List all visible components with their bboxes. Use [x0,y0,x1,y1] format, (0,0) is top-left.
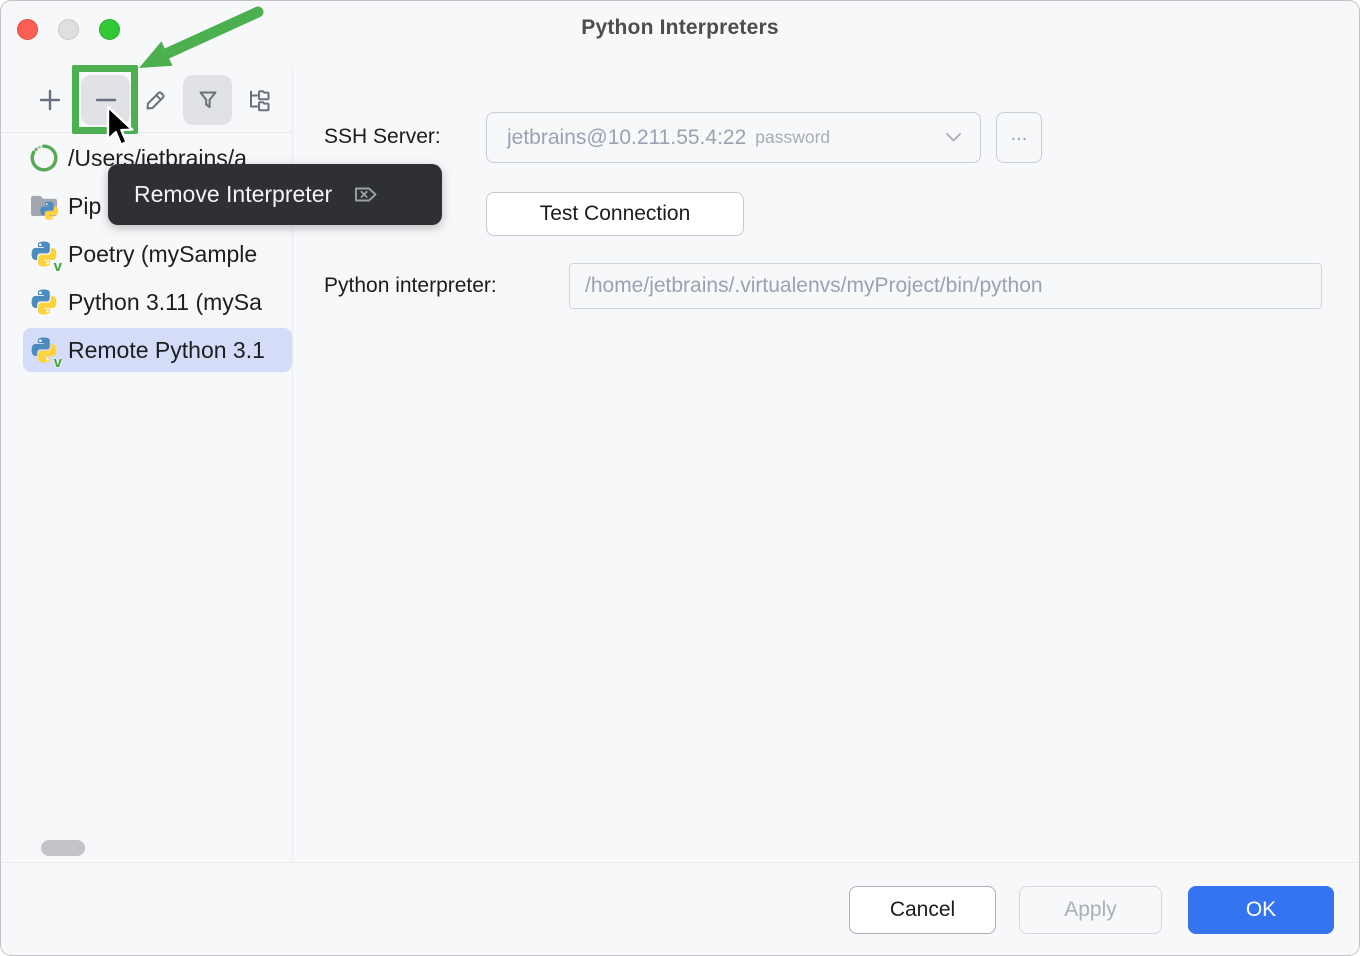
chevron-down-icon [945,132,962,143]
apply-button[interactable]: Apply [1019,886,1162,934]
remove-interpreter-button[interactable] [81,75,130,125]
python-interpreter-field[interactable]: /home/jetbrains/.virtualenvs/myProject/b… [569,263,1322,309]
apply-label: Apply [1064,898,1117,921]
show-interpreter-paths-button[interactable] [241,75,277,125]
ssh-auth-type: password [755,127,831,147]
ellipsis-label: ... [1010,123,1028,145]
horizontal-scrollbar-thumb[interactable] [41,840,85,856]
list-item-selected[interactable]: v Remote Python 3.1 [1,326,292,374]
annotation-arrow-icon [139,6,264,68]
add-interpreter-button[interactable] [34,75,66,125]
ssh-server-label: SSH Server: [324,125,441,148]
python-venv-icon: v [29,239,62,275]
tree-icon [245,86,273,114]
python-interpreter-path: /home/jetbrains/.virtualenvs/myProject/b… [585,274,1043,297]
list-item-label: Python 3.11 (mySa [68,288,262,315]
virtualenv-badge: v [53,354,62,371]
plus-icon [36,86,64,114]
edit-interpreter-button[interactable] [137,75,173,125]
forward-delete-icon [352,181,379,208]
close-button[interactable] [17,19,38,40]
virtualenv-badge: v [53,258,62,275]
cancel-button[interactable]: Cancel [849,886,996,934]
python-interpreter-label: Python interpreter: [324,274,497,297]
list-item[interactable]: Python 3.11 (mySa [1,278,292,326]
pencil-icon [141,86,169,114]
python-icon [29,287,59,317]
list-item[interactable]: Pip [1,182,292,230]
ssh-server-select[interactable]: jetbrains@10.211.55.4:22 password [486,112,981,163]
list-item-label: Poetry (mySample [68,240,258,267]
cancel-label: Cancel [889,898,956,921]
ssh-server-value: jetbrains@10.211.55.4:22 [507,125,747,149]
list-item[interactable]: v Poetry (mySample [1,230,292,278]
test-connection-label: Test Connection [539,202,691,225]
folder-python-icon [29,191,59,221]
sidebar-divider [292,67,293,862]
funnel-icon [194,86,222,114]
tooltip-label: Remove Interpreter [134,181,333,207]
filter-button[interactable] [183,75,232,125]
interpreter-toolbar [1,75,292,125]
test-connection-button[interactable]: Test Connection [486,192,744,236]
toolbar-separator [1,132,292,133]
list-item-label: Remote Python 3.1 [68,336,265,363]
interpreter-list: /Users/jetbrains/a Pip [1,134,292,374]
ssh-browse-button[interactable]: ... [996,112,1042,163]
ok-button[interactable]: OK [1188,886,1334,934]
annotation-highlight-box [72,65,138,134]
list-item-label: Pip [68,192,102,219]
minimize-button[interactable] [58,19,79,40]
window-title: Python Interpreters [581,16,779,39]
ok-label: OK [1245,898,1277,921]
python-venv-icon: v [29,335,62,371]
spinner-icon [29,143,59,173]
footer-divider [1,862,1359,863]
zoom-button[interactable] [99,19,120,40]
minus-icon [92,86,120,114]
mouse-cursor-icon [106,105,134,146]
remove-interpreter-tooltip: Remove Interpreter [108,164,442,225]
